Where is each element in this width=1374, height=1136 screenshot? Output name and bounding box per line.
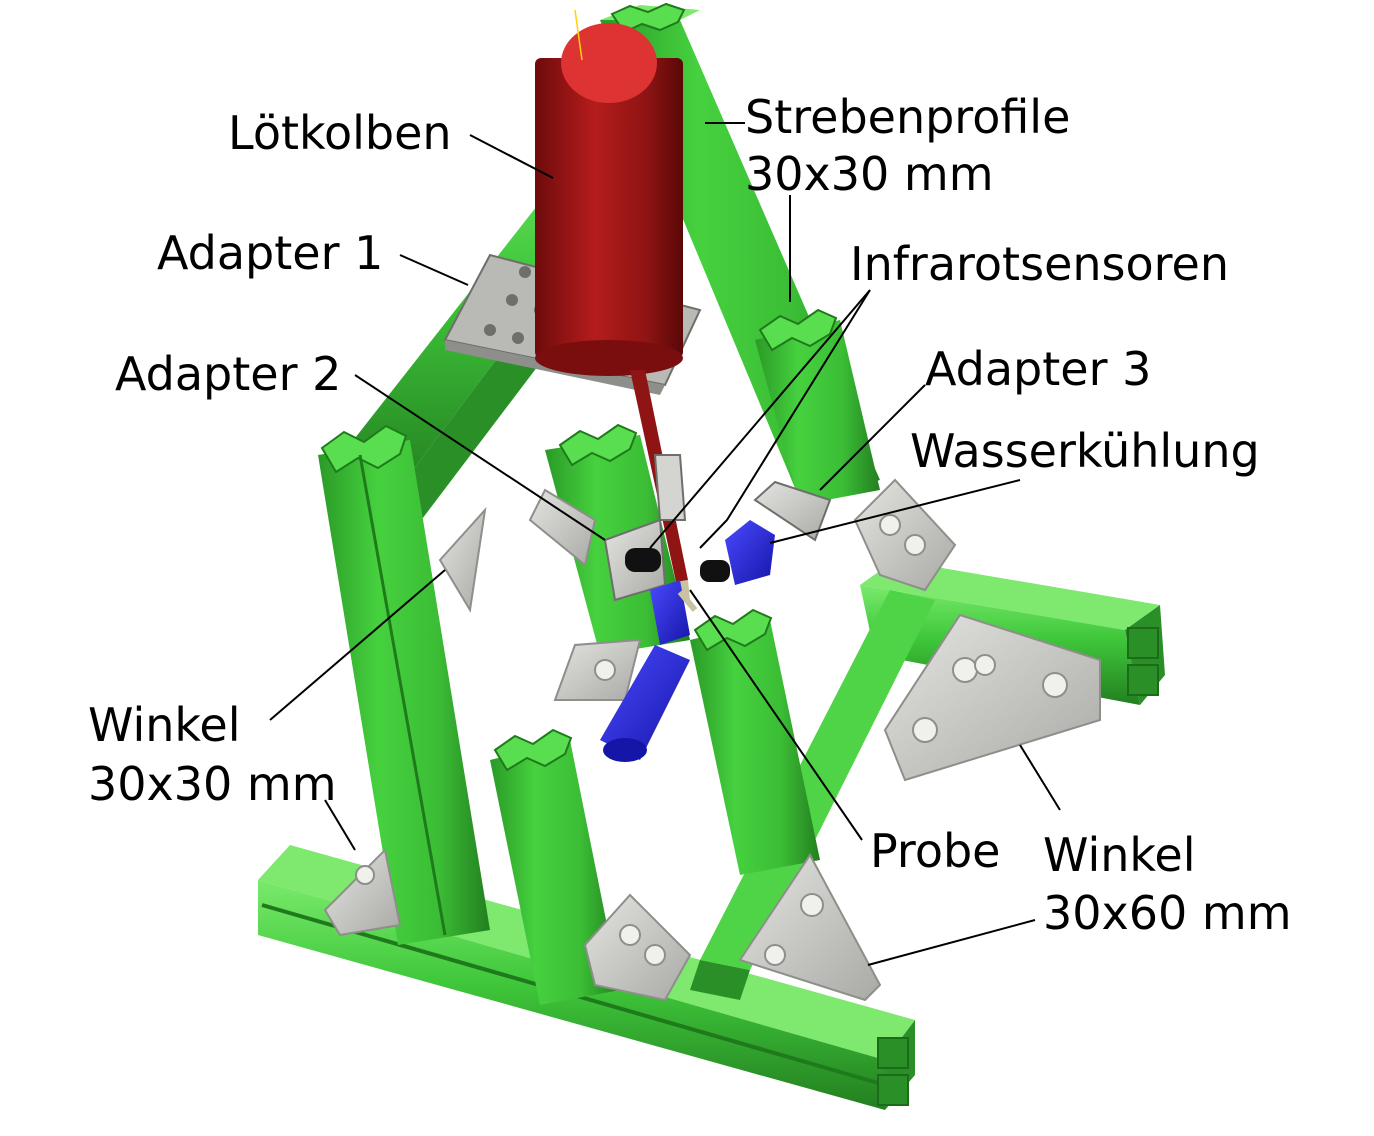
label-winkel-30x30-line1: Winkel bbox=[88, 698, 241, 752]
leader-adapter3 bbox=[819, 384, 926, 491]
label-strebenprofile-line2: 30x30 mm bbox=[745, 147, 994, 201]
label-adapter-2: Adapter 2 bbox=[115, 347, 342, 401]
leader-lines bbox=[269, 122, 1061, 966]
base-profile-diagonal bbox=[690, 590, 935, 1000]
label-adapter-1: Adapter 1 bbox=[157, 226, 384, 280]
label-winkel-30x60-line1: Winkel bbox=[1043, 828, 1196, 882]
label-probe: Probe bbox=[870, 824, 1001, 878]
leader-wasserkuehlung bbox=[769, 479, 1021, 544]
leader-winkel30-b bbox=[324, 799, 356, 851]
bracket-30x60-front bbox=[738, 853, 882, 1002]
label-winkel-30x60-line2: 30x60 mm bbox=[1043, 886, 1292, 940]
profile-upright-middle bbox=[490, 728, 620, 1005]
bracket-30x30-b bbox=[323, 847, 402, 937]
label-infrarotsensoren: Infrarotsensoren bbox=[850, 237, 1229, 291]
profile-upright-right-short bbox=[690, 608, 820, 875]
label-adapter-3: Adapter 3 bbox=[925, 342, 1152, 396]
bracket-30x30-e bbox=[528, 488, 597, 567]
bracket-30x60-right bbox=[883, 613, 1101, 782]
leader-winkel30 bbox=[269, 569, 446, 721]
leader-infrarot bbox=[699, 289, 871, 549]
infrared-sensors bbox=[625, 548, 730, 582]
label-strebenprofile-line1: Strebenprofile bbox=[745, 90, 1071, 144]
bracket-30x30-c bbox=[583, 893, 692, 1002]
leader-adapter1 bbox=[399, 254, 469, 286]
label-winkel-30x30-line2: 30x30 mm bbox=[88, 757, 337, 811]
bracket-30x30-f bbox=[438, 506, 487, 613]
profile-upright-right-tall bbox=[755, 308, 880, 505]
adapter-3-block bbox=[753, 480, 832, 542]
label-wasserkuehlung: Wasserkühlung bbox=[910, 424, 1260, 478]
probe-rod bbox=[677, 590, 698, 612]
leader-infrarot-b bbox=[649, 289, 871, 549]
leader-winkel60-bottom bbox=[867, 919, 1036, 966]
bracket-30x30-d bbox=[553, 638, 642, 701]
label-loetkolben: Lötkolben bbox=[228, 106, 452, 160]
bracket-30x30-a bbox=[853, 478, 957, 592]
leader-adapter2 bbox=[354, 374, 606, 541]
profile-upright-left bbox=[318, 424, 490, 945]
leader-loetkolben bbox=[469, 134, 554, 179]
leader-probe bbox=[689, 589, 863, 841]
leader-winkel60-top bbox=[1019, 744, 1061, 811]
soldering-iron bbox=[535, 9, 690, 600]
